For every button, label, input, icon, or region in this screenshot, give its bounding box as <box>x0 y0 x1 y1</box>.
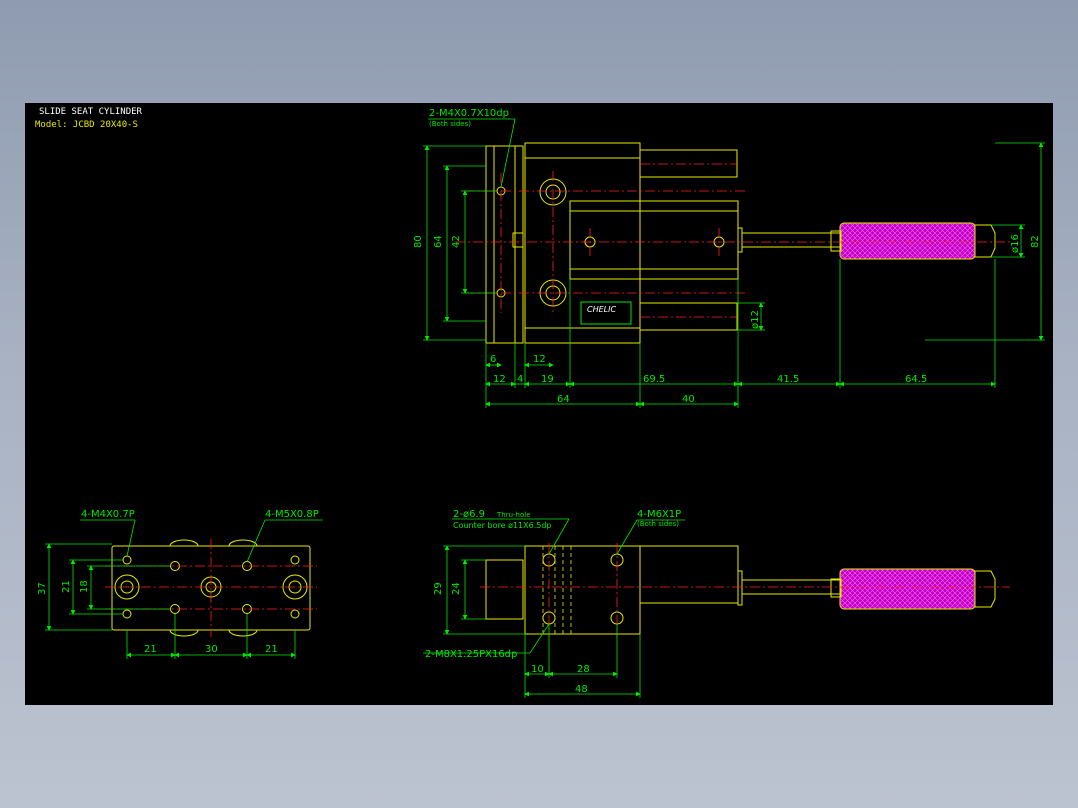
dim-21a: 21 <box>144 644 157 655</box>
callout-hole: 2-ø6.9 <box>453 509 485 520</box>
guide-rod-lower <box>639 302 738 331</box>
dim-29: 29 <box>433 582 444 595</box>
top-dim-labels: 2-M4X0.7X10dp (Both sides) 80 64 42 82 ø… <box>413 108 1041 405</box>
cad-canvas: SLIDE SEAT CYLINDER Model: JCBD 20X40-S <box>25 103 1053 705</box>
front-view <box>485 545 996 635</box>
dim-12a: 12 <box>533 354 546 365</box>
callout-m8: 2-M8X1.25PX16dp <box>425 649 517 660</box>
side-dim-labels: 4-M4X0.7P 4-M5X0.8P 37 21 18 21 30 21 <box>37 509 319 655</box>
dim-64-v: 64 <box>433 235 444 248</box>
callout-m4-sub: (Both sides) <box>429 120 471 128</box>
side-dimensions <box>45 519 323 659</box>
top-dimensions <box>423 118 1045 408</box>
slide-block <box>524 142 641 344</box>
front-end-plate <box>485 559 524 620</box>
callout-m4: 2-M4X0.7X10dp <box>429 108 509 119</box>
top-view <box>485 142 996 344</box>
dim-48: 48 <box>575 684 588 695</box>
guide-rod-upper <box>639 149 738 178</box>
nameplate-brand: CHELIC <box>587 305 616 314</box>
dim-64-h: 64 <box>557 394 570 405</box>
top-centerlines <box>455 163 1010 318</box>
dim-64-5: 64.5 <box>905 374 927 385</box>
dim-21b: 21 <box>265 644 278 655</box>
dim-28: 28 <box>577 664 590 675</box>
callout-hole-thru: Thru-hole <box>496 511 531 519</box>
dim-21-v: 21 <box>61 580 72 593</box>
front-centerlines <box>480 543 1010 637</box>
dim-37: 37 <box>37 582 48 595</box>
callout-m5: 4-M5X0.8P <box>265 509 319 520</box>
front-knurled-knob <box>839 568 976 610</box>
callout-m6-sub: (Both sides) <box>637 520 679 528</box>
dim-10: 10 <box>531 664 544 675</box>
front-dim-labels: 2-ø6.9 Thru-hole Counter bore ø11X6.5dp … <box>425 509 681 695</box>
dim-41-5: 41.5 <box>777 374 799 385</box>
model-label: Model: JCBD 20X40-S <box>35 120 138 130</box>
dim-80: 80 <box>413 235 424 248</box>
dim-6: 6 <box>490 354 496 365</box>
end-plate <box>485 145 524 344</box>
callout-counter: Counter bore ø11X6.5dp <box>453 521 552 530</box>
dim-69-5: 69.5 <box>643 374 665 385</box>
dim-d16: ø16 <box>1010 234 1021 253</box>
dim-42: 42 <box>451 235 462 248</box>
dim-d12: ø12 <box>750 310 761 329</box>
callout-m4-side: 4-M4X0.7P <box>81 509 135 520</box>
cylinder-body <box>569 200 739 280</box>
piston-rod <box>741 232 841 248</box>
front-hidden-lines <box>542 546 572 634</box>
side-centerlines <box>105 539 317 637</box>
front-dimensions <box>423 518 685 698</box>
dim-12b: 12 <box>493 374 506 385</box>
dim-40: 40 <box>682 394 695 405</box>
dim-24: 24 <box>451 582 462 595</box>
knurled-knob <box>839 222 976 260</box>
callout-m6: 4-M6X1P <box>637 509 681 520</box>
dim-18: 18 <box>79 580 90 593</box>
dim-4: 4 <box>517 374 523 385</box>
dim-30: 30 <box>205 644 218 655</box>
dim-82: 82 <box>1030 235 1041 248</box>
dim-19: 19 <box>541 374 554 385</box>
nameplate <box>580 301 632 325</box>
drawing-title: SLIDE SEAT CYLINDER <box>39 107 142 117</box>
engineering-drawing: CHELIC <box>37 108 1045 698</box>
